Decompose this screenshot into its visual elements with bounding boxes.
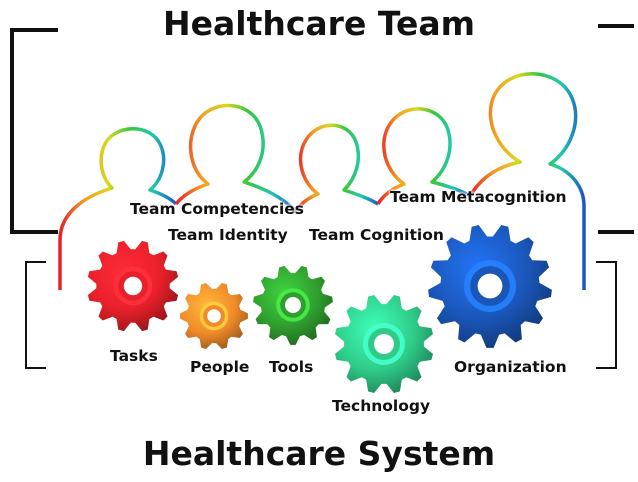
system-brackets bbox=[25, 261, 617, 369]
system-bracket-left bbox=[25, 261, 46, 369]
healthcare-system-title: Healthcare System bbox=[142, 434, 496, 473]
team-competencies-label: Team Competencies bbox=[130, 200, 305, 218]
person-silhouette-1 bbox=[58, 127, 178, 290]
team-identity-label: Team Identity bbox=[168, 226, 288, 244]
tools-label: Tools bbox=[269, 358, 314, 376]
person-silhouette-4 bbox=[376, 107, 471, 205]
team-bracket-right bbox=[598, 24, 634, 234]
tools-gear-hole bbox=[285, 297, 301, 313]
person-silhouette-2 bbox=[174, 103, 298, 214]
technology-gear-hole bbox=[374, 334, 394, 354]
tasks-label: Tasks bbox=[110, 347, 158, 365]
tasks-gear-icon bbox=[87, 240, 179, 332]
healthcare-team-title: Healthcare Team bbox=[163, 4, 475, 43]
tools-gear-icon bbox=[253, 265, 333, 345]
people-label: People bbox=[190, 358, 250, 376]
team-silhouettes bbox=[58, 72, 586, 290]
tasks-gear-hole bbox=[123, 276, 143, 296]
team-bracket-left bbox=[10, 28, 58, 234]
organization-label: Organization bbox=[454, 358, 567, 376]
person-silhouette-3 bbox=[294, 123, 379, 213]
technology-label: Technology bbox=[332, 397, 431, 415]
person-silhouette-5 bbox=[468, 72, 586, 290]
team-cognition-label: Team Cognition bbox=[309, 226, 444, 244]
system-bracket-right bbox=[596, 261, 617, 369]
technology-gear-icon bbox=[335, 295, 433, 393]
team-brackets bbox=[10, 24, 634, 234]
people-gear-hole bbox=[207, 309, 221, 323]
team-metacognition-label: Team Metacognition bbox=[390, 188, 567, 206]
people-gear-icon bbox=[180, 283, 248, 349]
organization-gear-icon bbox=[428, 225, 552, 348]
organization-gear-hole bbox=[477, 273, 503, 299]
